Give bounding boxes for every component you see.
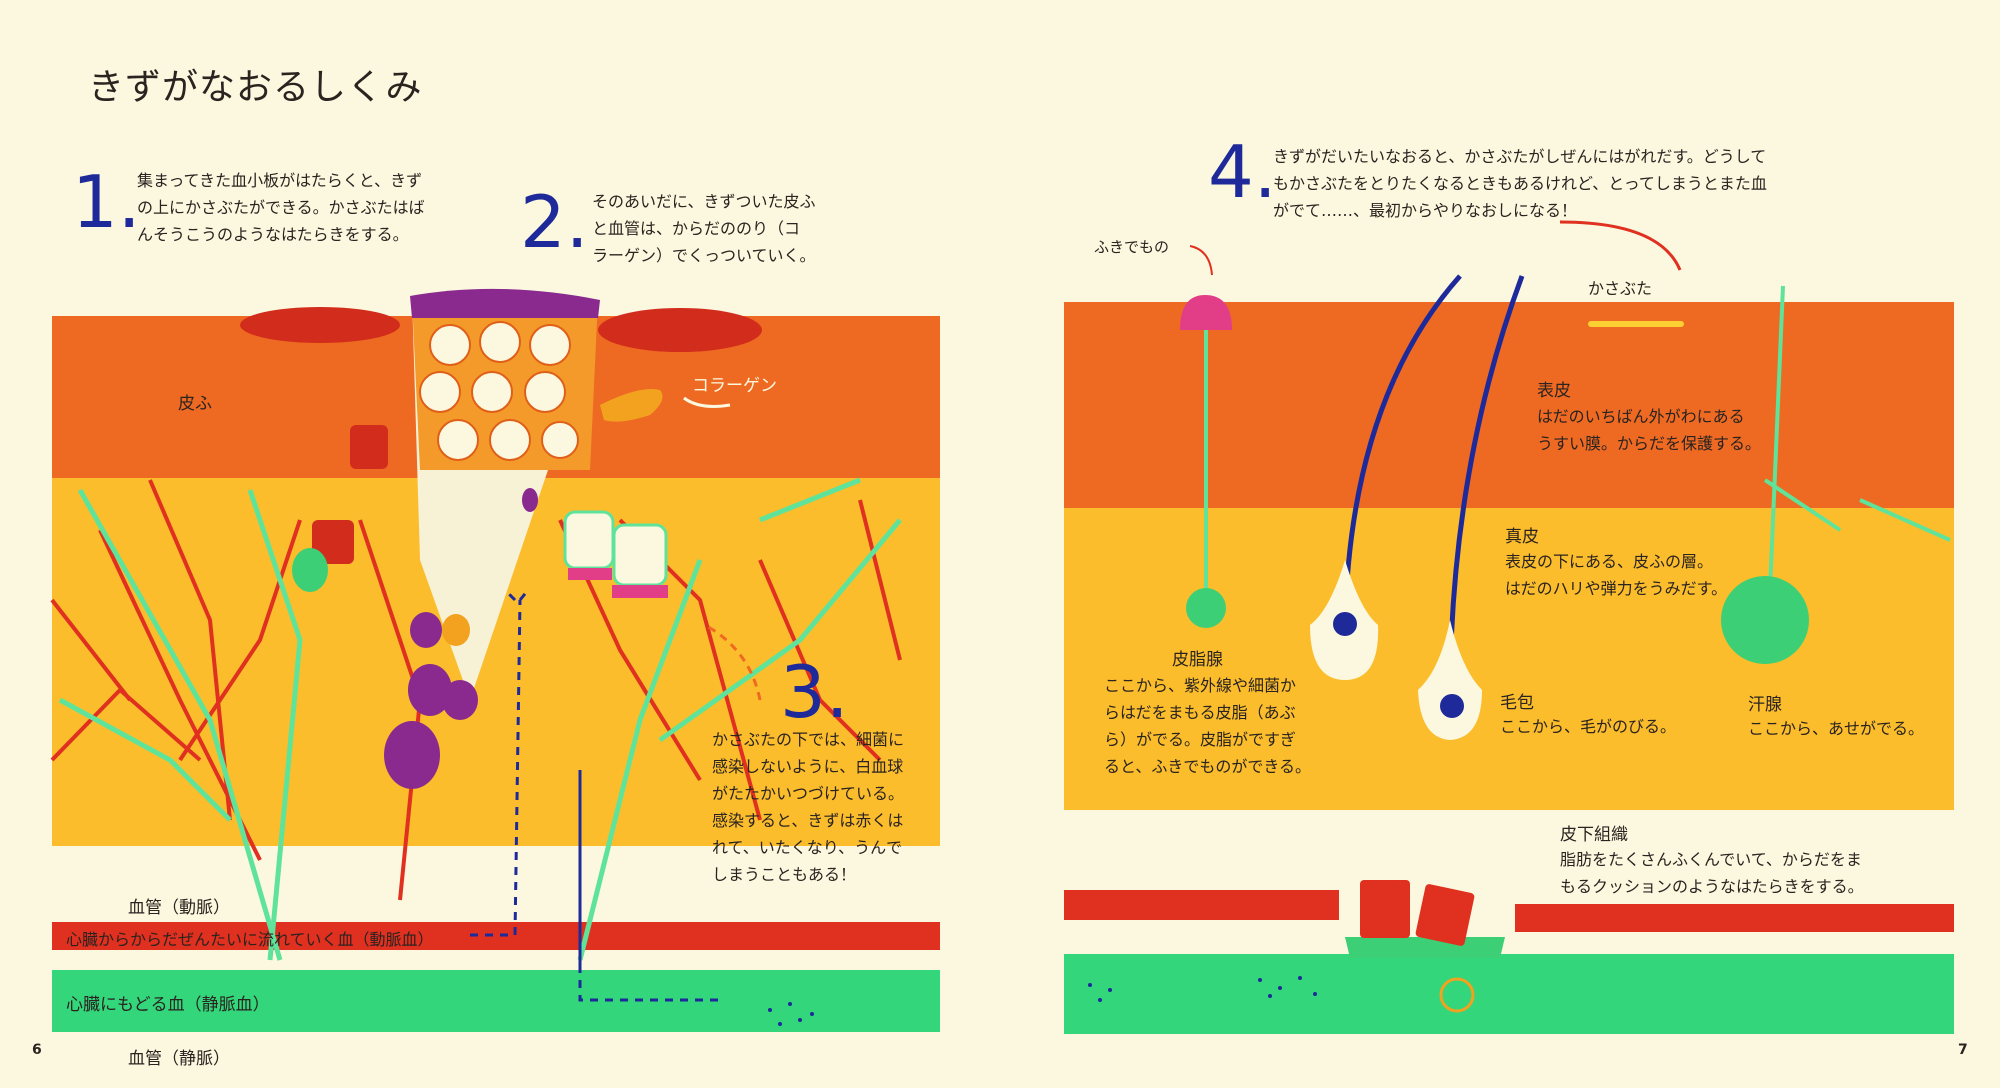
wound-edge-left [240,307,400,343]
vein-label: 血管（静脈） [128,1049,230,1069]
vein-band [1064,954,1954,1034]
dermis-text: 表皮の下にある、皮ふの層。 はだのハリや弾力をうみだす。 [1505,552,1728,598]
page-title: きずがなおるしくみ [88,67,423,108]
subcutis-text: 脂肪をたくさんふくんでいて、からだをま もるクッションのようなはたらきをする。 [1560,850,1864,896]
sweat-duct [1768,285,1785,591]
sebaceous-title: 皮脂腺 [1172,650,1223,670]
hair-2 [1447,275,1525,701]
epidermis-band [1064,302,1954,510]
collagen-label: コラーゲン [692,376,777,396]
follicle-2-bulb [1440,694,1464,718]
step-2-text: そのあいだに、きずついた皮ふ と血管は、からだののり（コ ラーゲン）でくっついて… [592,192,816,265]
page-number-right: 7 [1958,1042,1968,1058]
follicle-1-bulb [1333,612,1357,636]
platelets [419,321,579,461]
sweat-text: ここから、あせがでる。 [1748,719,1925,738]
left-page: きずがなおるしくみ 1. 集まってきた血小板がはたらくと、きず の上にかさぶたが… [32,67,940,1069]
collagen-tube [600,389,663,422]
scab-cap [410,288,600,318]
sebaceous-gland [1186,588,1226,628]
follicle-2 [1418,620,1482,740]
scab-label: かさぶた [1588,279,1653,298]
vein-band [52,970,940,1032]
pimple-head [1180,295,1232,330]
pimple-arrow [1189,245,1213,276]
blood-flow-dashed-path [470,588,720,1002]
dermis-title: 真皮 [1505,527,1539,547]
vein-dots [768,1002,814,1026]
bacteria [384,488,538,789]
step-3-number: 3. [780,650,849,734]
white-blood-cells [563,510,668,598]
sebaceous-text: ここから、紫外線や細菌か らはだをまもる皮脂（あぶ ら）がでる。皮脂がですぎ る… [1104,676,1312,776]
boat [1345,937,1505,958]
red-cell-character-1 [350,425,388,469]
red-cell-character-1 [1360,880,1410,938]
dermis-band [1064,508,1954,810]
step-1-number: 1. [72,160,141,244]
skin-label: 皮ふ [178,394,212,414]
artery-band [52,922,940,950]
sweat-title: 汗腺 [1748,695,1782,715]
green-capillaries [1763,478,1951,542]
subcutis-title: 皮下組織 [1560,825,1628,845]
bacteria-yellow [442,614,470,646]
wound-edge-right [598,308,762,352]
epidermis-text: はだのいちばん外がわにある うすい膜。からだを保護する。 [1537,407,1762,453]
wound-illustration [50,288,902,1026]
artery-band-left [1064,890,1339,920]
follicle-text: ここから、毛がのびる。 [1500,717,1677,736]
scab-mark [1588,321,1684,327]
green-bag [292,548,328,592]
sweat-gland [1721,576,1809,664]
vein-blood-label: 心臓にもどる血（静脈血） [66,995,270,1015]
hair-1 [1342,274,1462,626]
pimple-label: ふきでもの [1094,238,1170,256]
step-4-text: きずがだいたいなおると、かさぶたがしぜんにはがれだす。どうして もかさぶたをとり… [1273,147,1767,220]
orange-dashed-arrow [704,623,762,701]
step-2-number: 2. [520,180,589,264]
red-cell-character-2 [1415,884,1475,946]
artery-label: 血管（動脈） [128,898,230,918]
follicle-title: 毛包 [1500,693,1534,713]
right-page: 4. きずがだいたいなおると、かさぶたがしぜんにはがれだす。どうして もかさぶた… [1000,0,2000,1088]
step-1-text: 集まってきた血小板がはたらくと、きず の上にかさぶたができる。かさぶたはば んそ… [137,171,425,244]
step-4-number: 4. [1208,130,1277,214]
collagen-arrow [683,396,731,408]
page-number-left: 6 [32,1042,42,1058]
net-ring [1439,977,1475,1013]
step-4-arrow [1559,220,1682,271]
skin-structure-illustration [1088,220,1951,1013]
vein-dots [1088,976,1317,1002]
red-cell-character-2 [312,520,354,564]
green-capillaries [58,477,902,961]
artery-blood-label: 心臓からからだぜんたいに流れていく血（動脈血） [66,930,434,949]
subcutis-band [52,846,940,922]
epidermis-title: 表皮 [1537,381,1571,401]
artery-band-right [1515,904,1954,932]
step-3-text: かさぶたの下では、細菌に 感染しないように、白血球 がたたかいつづけている。 感… [712,730,905,884]
